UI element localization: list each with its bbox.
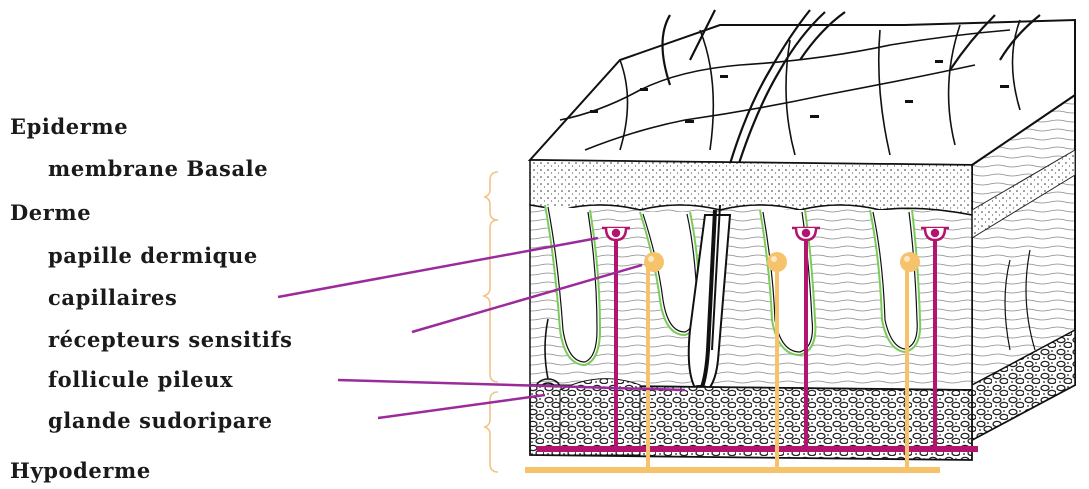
layer-brackets	[484, 172, 498, 472]
epidermis-surface	[530, 20, 1075, 165]
